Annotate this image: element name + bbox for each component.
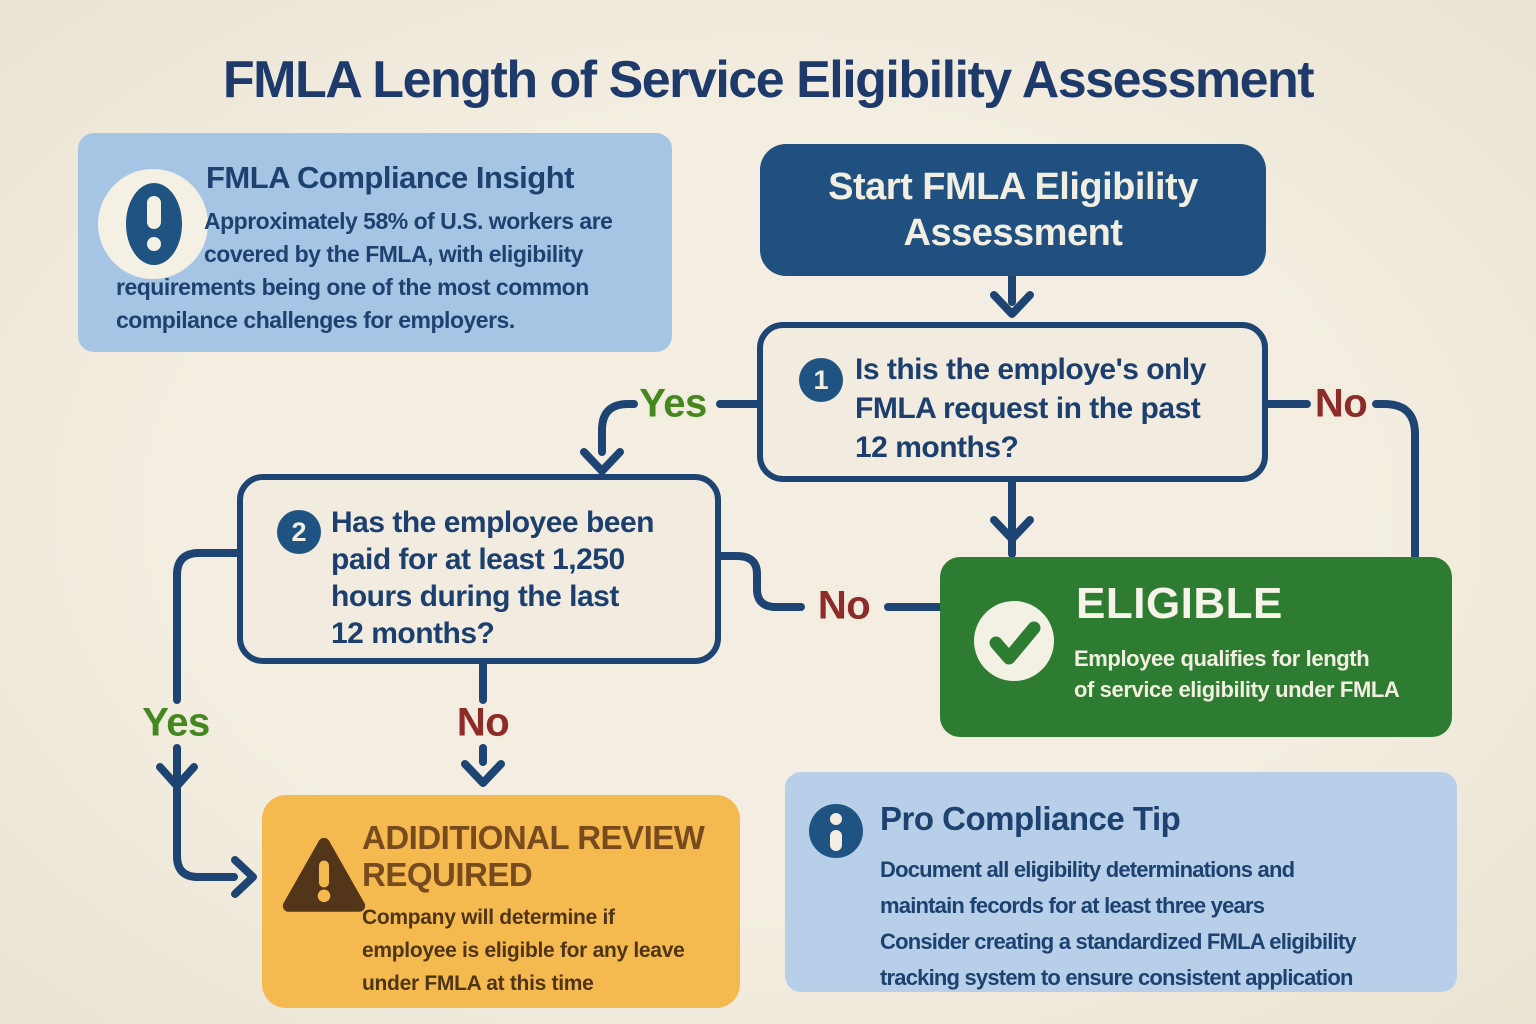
info-icon <box>809 804 863 858</box>
tip-title: Pro Compliance Tip <box>880 800 1181 837</box>
arrowhead-down-icon <box>461 760 505 787</box>
eligible-title: ELIGIBLE <box>1076 579 1283 628</box>
pro-tip-callout: Pro Compliance Tip Document all eligibil… <box>785 772 1457 992</box>
icon-text-wrap-spacer <box>116 205 204 271</box>
alert-exclamation-icon <box>98 169 208 279</box>
checkmark-icon <box>974 601 1054 681</box>
question-1-node: 1 Is this the employe's only FMLA reques… <box>757 322 1268 482</box>
start-node: Start FMLA Eligibility Assessment <box>760 144 1266 276</box>
arrowhead-right-icon <box>231 856 257 898</box>
arrowhead-down-icon <box>990 516 1034 543</box>
eligible-body: Employee qualifies for length of service… <box>1074 646 1400 702</box>
page-title: FMLA Length of Service Eligibility Asses… <box>222 51 1315 109</box>
step-2-badge: 2 <box>277 510 321 554</box>
insight-title: FMLA Compliance Insight <box>206 160 574 195</box>
edge-q1-yes-curve <box>598 400 638 456</box>
insight-body: Approximately 58% of U.S. workers are co… <box>116 205 658 337</box>
edge-label-q1-yes: Yes <box>639 381 707 426</box>
tip-body: Document all eligibility determinations … <box>880 857 1357 990</box>
additional-review-node: ADIDITIONAL REVIEW REQUIRED Company will… <box>262 795 740 1008</box>
edge-q2-yes-upper <box>173 549 242 704</box>
step-1-badge: 1 <box>799 358 843 402</box>
edge-label-q2-no-right: No <box>817 583 871 628</box>
eligible-node: ELIGIBLE Employee qualifies for length o… <box>940 557 1452 737</box>
warning-triangle-icon <box>282 837 366 912</box>
edge-q2-yes-lower <box>173 744 238 881</box>
question-1-text: Is this the employe's only FMLA request … <box>855 353 1206 464</box>
edge-label-q2-yes: Yes <box>142 700 210 745</box>
edge-q1-no-curve <box>1372 400 1419 560</box>
arrowhead-down-icon <box>580 448 624 475</box>
question-2-text: Has the employee been paid for at least … <box>331 506 654 650</box>
insight-callout: FMLA Compliance Insight Approximately 58… <box>78 133 672 352</box>
arrowhead-down-icon <box>990 291 1034 318</box>
review-title: ADIDITIONAL REVIEW REQUIRED <box>362 819 705 893</box>
review-body: Company will determine if employee is el… <box>362 906 685 995</box>
edge-q2-no-right-curve <box>717 552 805 611</box>
edge-label-q1-no: No <box>1314 381 1368 426</box>
arrowhead-down-icon <box>156 763 198 790</box>
question-2-node: 2 Has the employee been paid for at leas… <box>237 474 721 664</box>
edge-label-q2-no-bottom: No <box>456 700 510 745</box>
